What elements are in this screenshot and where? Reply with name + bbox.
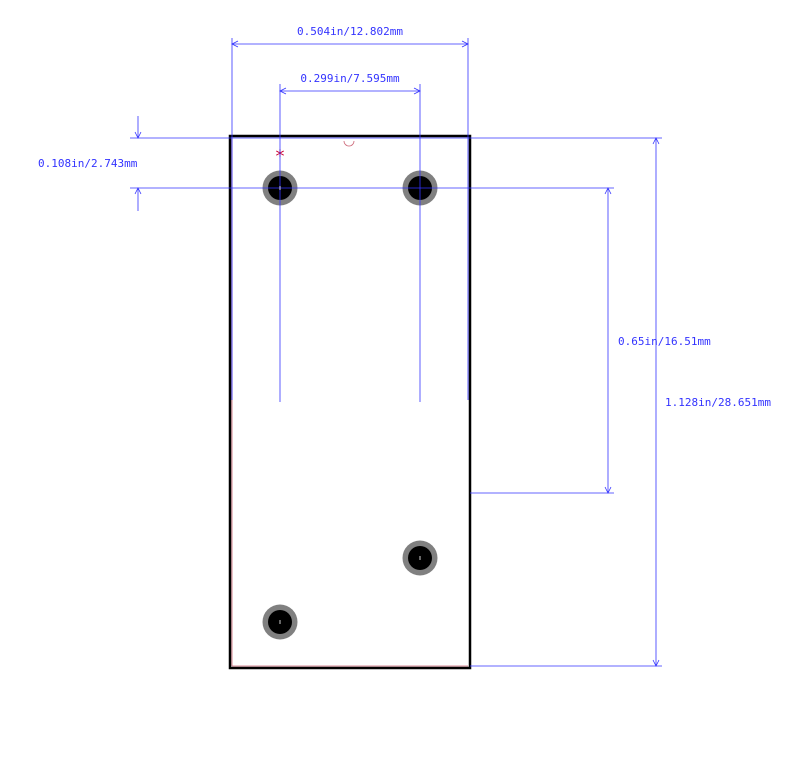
pin-pitch-y-label: 0.65in/16.51mm <box>618 335 711 348</box>
dimension-lines <box>130 38 662 667</box>
overall-height-label: 1.128in/28.651mm <box>665 396 771 409</box>
overall-width-label: 0.504in/12.802mm <box>297 25 403 38</box>
component-outline <box>228 134 472 670</box>
pin1-notch <box>343 140 355 147</box>
pin-pitch-x-label: 0.299in/7.595mm <box>300 72 400 85</box>
top-offset-label: 0.108in/2.743mm <box>38 157 138 170</box>
